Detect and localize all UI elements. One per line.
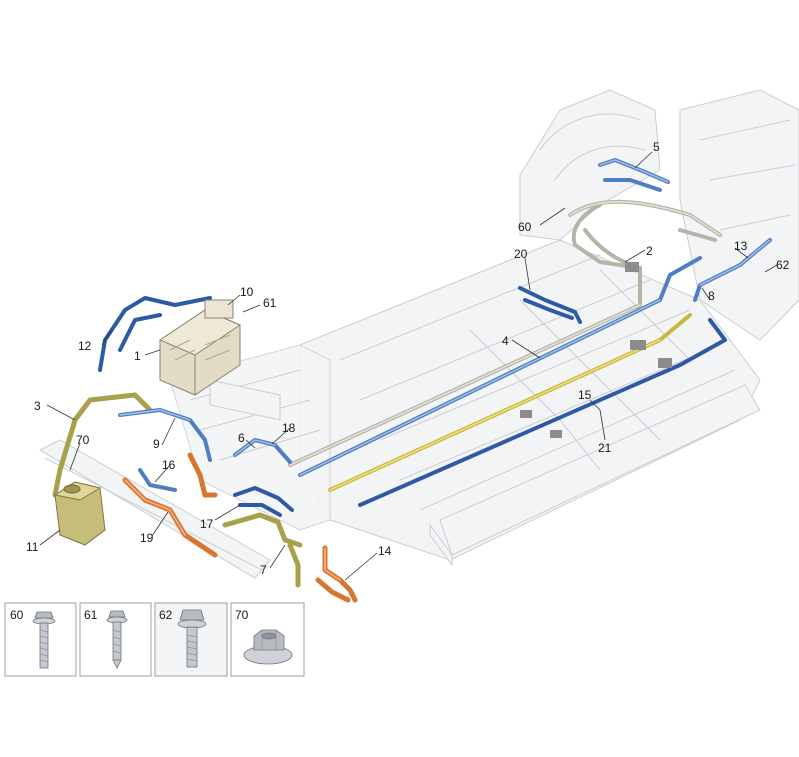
coolant-reservoir xyxy=(53,481,106,546)
callout-6: 6 xyxy=(238,431,245,445)
callout-4: 4 xyxy=(502,334,509,348)
components xyxy=(53,262,672,546)
callout-18: 18 xyxy=(282,421,296,435)
pipe-clamps xyxy=(520,262,672,438)
callout-11: 11 xyxy=(26,540,39,554)
callout-9: 9 xyxy=(153,437,160,451)
callout-16: 16 xyxy=(162,458,176,472)
callout-21: 21 xyxy=(598,441,612,455)
callout-61: 61 xyxy=(263,296,277,310)
legend-item-70: 70 xyxy=(230,602,305,677)
legend-item-61: 61 xyxy=(79,602,152,677)
callout-labels: 1 2 3 4 5 6 7 8 9 10 11 12 13 14 15 16 1… xyxy=(26,140,790,577)
callout-7: 7 xyxy=(260,563,267,577)
callout-10: 10 xyxy=(240,285,254,299)
callout-1: 1 xyxy=(134,349,141,363)
callout-14: 14 xyxy=(378,544,392,558)
callout-12: 12 xyxy=(78,339,92,353)
leader-lines xyxy=(39,151,778,581)
callout-60: 60 xyxy=(518,220,532,234)
callout-15: 15 xyxy=(578,388,592,402)
power-electronics-unit xyxy=(158,299,242,396)
legend-label-61: 61 xyxy=(84,608,98,622)
legend-item-60: 60 xyxy=(4,602,77,677)
callout-8: 8 xyxy=(708,289,715,303)
callout-13: 13 xyxy=(734,239,748,253)
callout-17: 17 xyxy=(200,517,214,531)
fastener-legend: 60 61 62 70 xyxy=(4,602,305,677)
legend-label-70: 70 xyxy=(235,608,249,622)
callout-2: 2 xyxy=(646,244,653,258)
legend-label-62: 62 xyxy=(159,608,173,622)
callout-3: 3 xyxy=(34,399,41,413)
legend-item-62: 62 xyxy=(154,602,228,677)
callout-62: 62 xyxy=(776,258,790,272)
legend-label-60: 60 xyxy=(10,608,24,622)
callout-20: 20 xyxy=(514,247,528,261)
coolant-pipes xyxy=(52,158,772,603)
callout-19: 19 xyxy=(140,531,154,545)
callout-5: 5 xyxy=(653,140,660,154)
callout-70: 70 xyxy=(76,433,90,447)
